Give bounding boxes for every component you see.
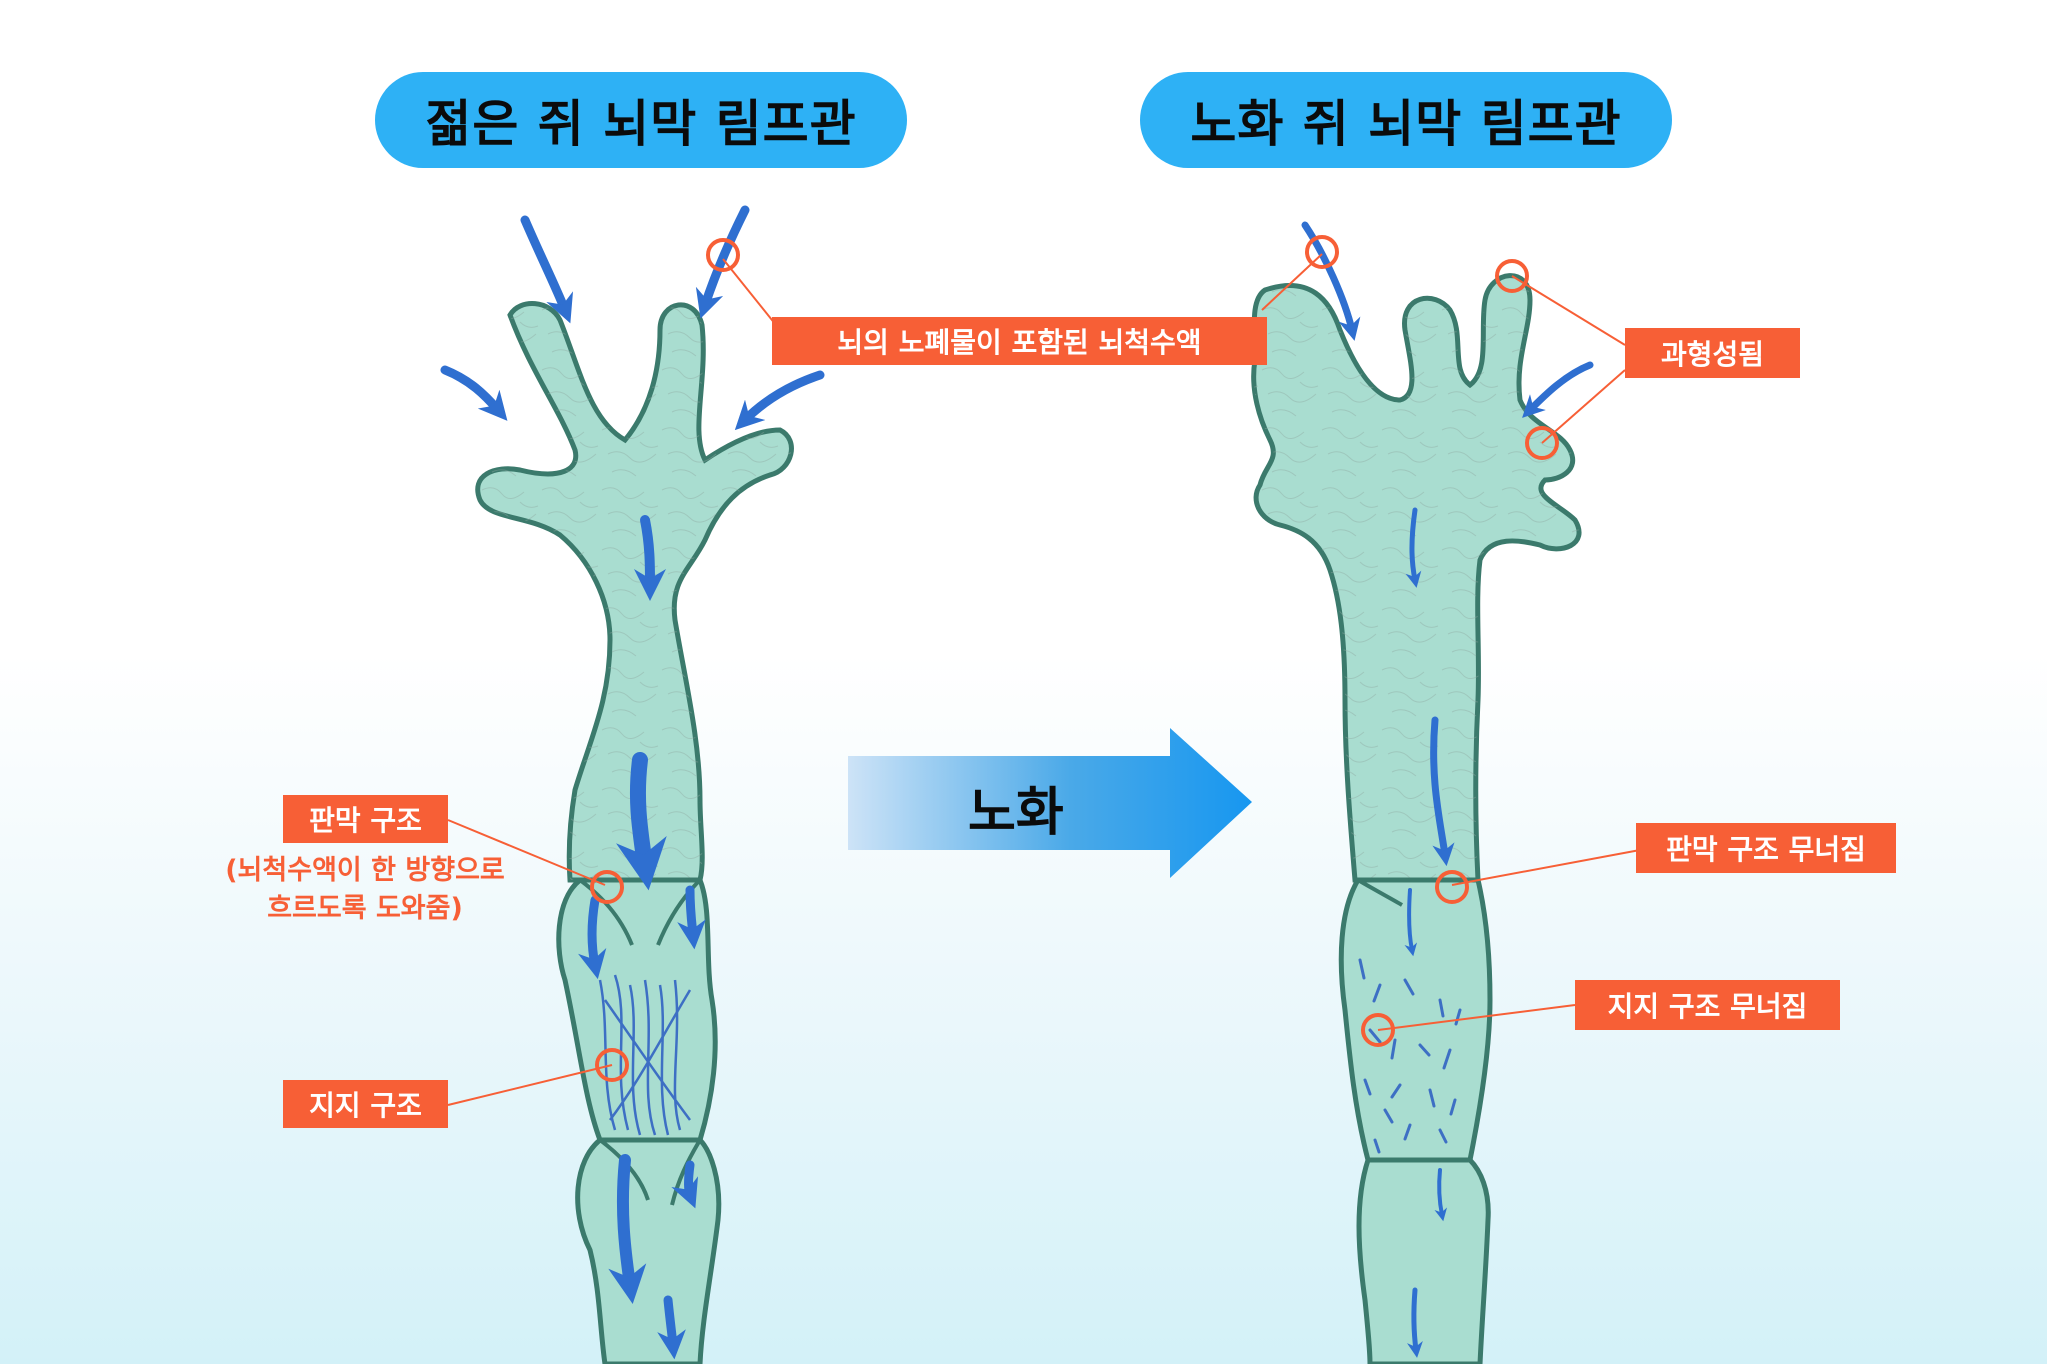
young-support-fibres [598, 974, 692, 1136]
aged-vessel [1251, 273, 1582, 1364]
leader-lines [447, 253, 1641, 1106]
aging-arrow-label: 노화 [968, 783, 1064, 843]
young-flow-arrows [440, 205, 825, 1360]
young-vessel-lower [575, 1137, 722, 1364]
valve-note: (뇌척수액이 한 방향으로 흐르도록 도와줌) [185, 852, 545, 928]
valve-note-line1: (뇌척수액이 한 방향으로 [225, 855, 505, 886]
aging-arrow [848, 728, 1252, 878]
label-valve: 판막 구조 [283, 795, 448, 843]
title-aged: 노화 쥐 뇌막 림프관 [1140, 72, 1672, 168]
label-valve-collapse: 판막 구조 무너짐 [1636, 823, 1896, 873]
aged-broken-fibres [1358, 958, 1462, 1154]
aged-flow-arrows [1301, 221, 1594, 1358]
label-support: 지지 구조 [283, 1080, 448, 1128]
title-young: 젊은 쥐 뇌막 림프관 [375, 72, 907, 168]
aged-vessel-mid [1338, 877, 1493, 1163]
marker-circles [590, 235, 1559, 1082]
label-support-collapse: 지지 구조 무너짐 [1575, 980, 1840, 1030]
aged-vessel-lower [1356, 1157, 1491, 1364]
valve-note-line2: 흐르도록 도와줌) [267, 893, 463, 924]
label-hyperplasia: 과형성됨 [1625, 328, 1800, 378]
label-csf-waste: 뇌의 노폐물이 포함된 뇌척수액 [772, 317, 1267, 365]
